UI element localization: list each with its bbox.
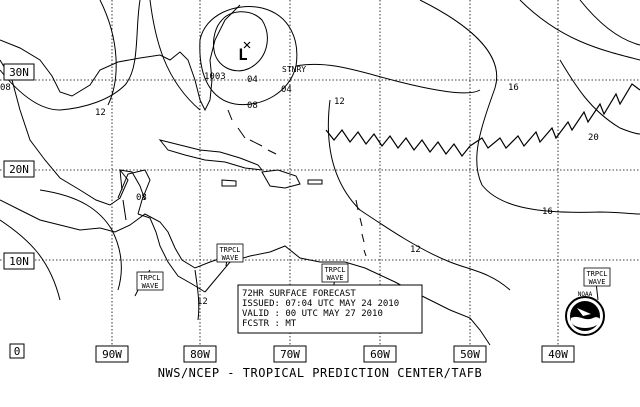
us-gulf-coast [0,4,241,112]
lat-label-30n: 30N [9,66,29,79]
low-pressure-value: 1003 [204,72,226,82]
isobar-label: 12 [410,245,421,255]
isobar-label: 12 [95,108,106,118]
svg-text:TRPCL: TRPCL [139,274,160,282]
low-pressure-center: L 1003 [204,41,251,82]
forecast-info-box: 72HR SURFACE FORECAST ISSUED: 07:04 UTC … [237,284,423,334]
stationary-front [325,83,640,158]
forecast-issued: ISSUED: 07:04 UTC MAY 24 2010 [242,299,399,309]
mexico-coast [0,59,146,206]
svg-text:WAVE: WAVE [222,254,239,262]
lesser-antilles [355,199,367,257]
isobar-label: 12 [334,97,345,107]
lat-label-20n: 20N [9,163,29,176]
isobar-label: 20 [588,133,599,143]
puerto-rico [307,179,323,185]
wave-label-4: TRPCL WAVE [583,267,611,287]
isobar-label: 04 [247,75,258,85]
lat-box-30n [3,63,35,81]
svg-text:WAVE: WAVE [327,274,344,282]
central-america [99,213,223,269]
tropical-wave-labels: TRPCL WAVE TRPCL WAVE TRPCL WAVE TRPCL W… [136,243,611,291]
bahamas [227,109,277,155]
lon-label-90w: 90W [102,348,122,361]
isobar-1012-gulf [99,0,117,106]
lon-label-80w: 80W [190,348,210,361]
svg-text:WAVE: WAVE [589,278,606,286]
isobar-1020 [559,59,640,135]
isobars [0,0,640,321]
svg-text:TRPCL: TRPCL [219,246,240,254]
isobar-label: 08 [0,83,11,93]
lon-label-60w: 60W [370,348,390,361]
isobar-1008-west [0,0,141,111]
isobar-arc-west [0,219,61,301]
wave-label-1: TRPCL WAVE [136,271,164,291]
south-america-north [204,245,491,346]
isobar-1012-big [149,0,481,111]
isobar-labels: 08 12 04 08 12 16 20 16 08 12 12 04 [0,75,599,307]
isobar-label: 16 [508,83,519,93]
svg-text:TRPCL: TRPCL [324,266,345,274]
isobar-low-inner [213,11,268,72]
low-x-mark [243,41,251,49]
tropical-wave-axes [119,169,599,301]
central-america-caribbean [137,213,206,293]
wave-axis-west-dash [119,169,127,221]
stnry-label: STNRY [282,65,306,74]
cuba [158,139,264,171]
yucatan [117,169,151,215]
low-symbol: L [238,45,248,64]
lat-label-0: 0 [14,345,21,358]
jamaica [221,179,237,187]
isobar-label: 08 [247,101,258,111]
forecast-title: 72HR SURFACE FORECAST [242,289,356,299]
isobar-1012-sa [194,269,200,321]
wave-label-2: TRPCL WAVE [216,243,244,263]
noaa-logo-text: NOAA [578,291,593,298]
isobar-1016-tr [579,0,640,46]
isobar-label: 12 [197,297,208,307]
forecast-valid: VALID : 00 UTC MAY 27 2010 [242,309,383,319]
isobar-1008-sw [39,189,122,291]
svg-text:TRPCL: TRPCL [586,270,607,278]
isobar-1016-north [419,0,640,215]
isobar-1012-trough [327,99,511,291]
hispaniola [261,169,301,189]
isobar-label: 08 [136,193,147,203]
lon-label-50w: 50W [460,348,480,361]
noaa-logo: NOAA [565,291,605,336]
lat-label-10n: 10N [9,255,29,268]
forecast-forecaster: FCSTR : MT [242,319,297,329]
isobar-label: 04 [281,85,292,95]
lat-box-0 [9,343,25,359]
isobar-1016-east [519,0,640,61]
mexico-pacific [0,199,101,231]
coastlines [0,4,491,346]
isobar-label: 16 [542,207,553,217]
svg-text:WAVE: WAVE [142,282,159,290]
longitude-labels: 90W 80W 70W 60W 50W 40W [95,345,575,363]
lat-box-20n [3,160,35,178]
latitude-labels: 30N 20N 10N 0 [3,63,35,359]
lon-label-70w: 70W [280,348,300,361]
footer-credit: NWS/NCEP - TROPICAL PREDICTION CENTER/TA… [157,366,483,380]
lat-lon-grid [0,0,640,345]
wave-label-3: TRPCL WAVE [321,263,349,283]
lon-label-40w: 40W [548,348,568,361]
lat-box-10n [3,252,35,270]
